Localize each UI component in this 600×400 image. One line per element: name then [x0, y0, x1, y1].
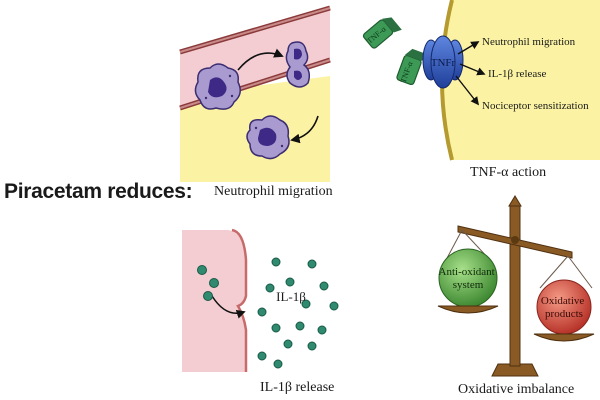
tnf-ligand [362, 17, 402, 49]
tnf-action-caption: TNF-α action [470, 165, 547, 180]
effect-arrow [459, 63, 486, 76]
releasing-cell [182, 230, 246, 372]
tnf-ligand [396, 48, 428, 86]
tnf-receptor: TNFr [422, 35, 464, 89]
neutrophil-migration-panel [179, 5, 331, 182]
il1b-release-panel: IL-1β [182, 228, 339, 372]
scale-pillar [509, 205, 521, 367]
effect-arrow [457, 41, 480, 55]
effect-nociceptor-sensitization: Nociceptor sensitization [482, 100, 589, 112]
left-pan-label: Anti-oxidant system [439, 266, 498, 291]
neutrophil-cell [246, 115, 290, 160]
oxidative-imbalance-caption: Oxidative imbalance [458, 382, 575, 397]
neutrophil-migration-caption: Neutrophil migration [214, 184, 333, 199]
neutrophil-cell [285, 41, 311, 88]
neutrophil-cell [194, 63, 241, 110]
main-title: Piracetam reduces: [4, 180, 193, 203]
scale-base [491, 363, 539, 377]
right-pan [533, 333, 595, 342]
migration-arrow [237, 48, 284, 71]
left-pan [437, 305, 499, 314]
il1b-molecule-label: IL-1β [276, 289, 306, 304]
release-arrow [211, 295, 246, 319]
oxidative-weight [536, 279, 592, 335]
tnf-action-panel: TNF-α TNF-α TNFr [362, 0, 600, 161]
il1b-release-caption: IL-1β release [260, 380, 335, 395]
il1b-molecules-released [257, 257, 339, 369]
cell-body [442, 0, 600, 160]
il1b-molecules-inside [197, 265, 219, 301]
tnf-receptor-label: TNFr [431, 57, 456, 69]
effect-arrow [455, 75, 480, 106]
effect-il1b-release: IL-1β release [488, 68, 547, 80]
right-pan-label: Oxidative products [541, 295, 587, 320]
oxidative-imbalance-panel: Anti-oxidant system Oxidative products [437, 195, 595, 377]
effect-neutrophil-migration: Neutrophil migration [482, 36, 576, 48]
antioxidant-weight [438, 248, 498, 308]
migration-arrow [290, 115, 319, 144]
